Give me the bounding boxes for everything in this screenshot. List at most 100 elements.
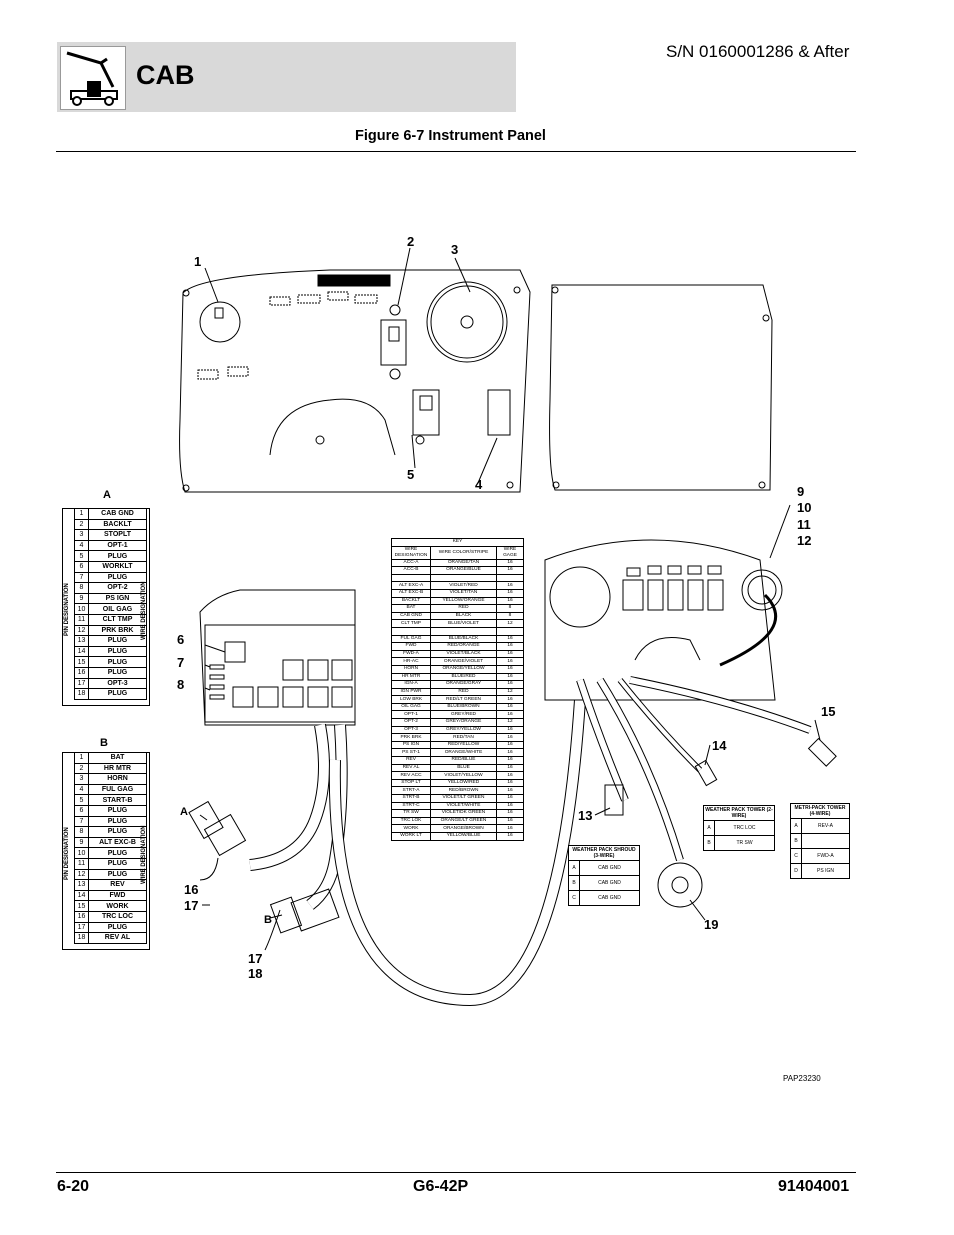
key-gage: 16 (496, 581, 524, 590)
pin-number: 18 (74, 688, 89, 700)
key-gage: 8 (496, 611, 524, 621)
key-designation: OPT-1 (391, 710, 431, 720)
wire-designation: BACKLT (88, 518, 147, 531)
pin-number: 16 (74, 666, 89, 679)
key-color: RED/YELLOW (430, 740, 497, 750)
key-color: ORANGE/WHITE (430, 748, 497, 758)
key-color: VIOLET/RED (430, 581, 497, 590)
pin-number: 17 (74, 921, 89, 934)
key-color: YELLOW/RED (430, 778, 497, 788)
key-designation: IGN-A (391, 680, 431, 689)
key-color: VIOLET/BLACK (430, 649, 497, 659)
table-row (391, 573, 524, 583)
wire-designation: PLUG (88, 804, 147, 817)
key-designation: ALT EXC-A (391, 581, 431, 590)
callout-17b: 17 (248, 951, 263, 966)
connector-a-drawing (188, 800, 247, 857)
key-color: BLUE/BLACK (430, 634, 497, 644)
key-color: VIOLET/WHITE (430, 801, 497, 811)
key-color: RED/BROWN (430, 786, 497, 795)
pin-number: 6 (74, 804, 89, 817)
key-gage: 16 (496, 831, 524, 841)
key-gage: 16 (496, 771, 524, 780)
figure-title: Figure 6-7 Instrument Panel (355, 128, 546, 144)
pin-letter: C (791, 849, 802, 863)
callout-14: 14 (712, 738, 727, 753)
key-gage: 16 (496, 657, 524, 666)
pin-number: 7 (74, 815, 89, 828)
key-designation: ACC-B (391, 566, 431, 575)
key-color: BLUE/VIOLET (430, 619, 497, 628)
key-gage (496, 626, 524, 636)
connector-b-drawing (269, 888, 340, 934)
key-color: ORANGE/VIOLET (430, 657, 497, 666)
callout-7: 7 (177, 655, 185, 670)
key-designation: HR MTR (391, 672, 431, 682)
key-color: RED/ORANGE (430, 642, 497, 651)
key-designation: ACC-A (391, 558, 431, 568)
key-designation: OIL GAG (391, 702, 431, 712)
pin-number: 5 (74, 550, 89, 562)
pin-number: 14 (74, 645, 89, 658)
key-designation: CLT TMP (391, 619, 431, 628)
wire-designation: STOPLT (88, 529, 147, 541)
connector-a-wire-label: WIRE DESIGNATION (141, 581, 147, 640)
tower2-title: WEATHER PACK TOWER (2-WIRE) (704, 807, 774, 821)
dash-panel-outline (179, 269, 531, 493)
key-gage: 16 (496, 596, 524, 606)
key-gage: 16 (496, 566, 524, 575)
pin-number: 7 (74, 571, 89, 584)
pin-letter: B (704, 836, 715, 850)
pin-number: 1 (74, 752, 89, 764)
key-designation: CAB GND (391, 611, 431, 621)
pin-number: 10 (74, 847, 89, 859)
rocker-switch-2 (380, 319, 407, 366)
key-gage: 12 (496, 718, 524, 727)
key-gage: 16 (496, 778, 524, 788)
key-designation: FUL GAG (391, 634, 431, 644)
key-switch (199, 301, 241, 343)
key-color: VIOLET/DK GREEN (430, 809, 497, 818)
key-color: ORANGE/LT GREEN (430, 816, 497, 826)
header-band (57, 42, 516, 112)
key-designation: STRT-A (391, 786, 431, 795)
wire-designation: PS IGN (817, 868, 834, 874)
wire-designation: HR MTR (88, 762, 147, 775)
key-designation: TR SW (391, 809, 431, 818)
wire-designation: PLUG (88, 645, 147, 658)
pin-number: 12 (74, 868, 89, 881)
key-color: VIOLET/LT GREEN (430, 794, 497, 803)
wire-designation: TRC LOC (733, 825, 756, 831)
wire-designation: PLUG (88, 826, 147, 838)
connector-b-wire-label: WIRE DESIGNATION (141, 825, 147, 884)
key-designation: WORK (391, 824, 431, 833)
wire-designation: OIL GAG (88, 603, 147, 615)
